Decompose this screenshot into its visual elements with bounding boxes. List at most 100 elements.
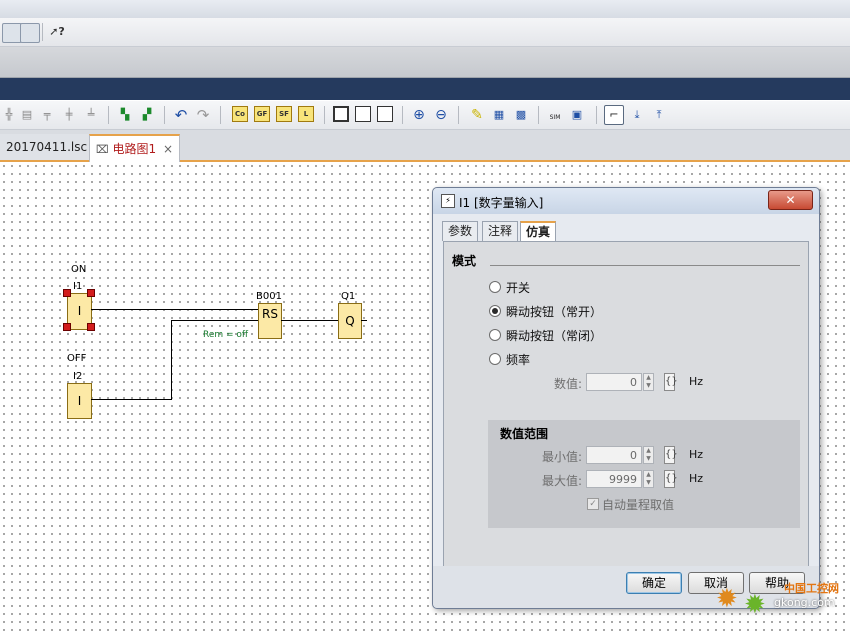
- i1-state-label: ON: [71, 264, 87, 275]
- wire-b001-to-q1[interactable]: [281, 320, 338, 321]
- wire-i2-to-b001[interactable]: [91, 399, 171, 400]
- highlight-icon[interactable]: ✎: [471, 107, 483, 123]
- menu-strip: [0, 0, 850, 19]
- watermark-site: gkong.com: [774, 596, 835, 609]
- toolbar-separator: [458, 106, 459, 124]
- i1-name-label: I1: [73, 281, 83, 292]
- b001-param-label: Rem = off: [203, 330, 249, 340]
- radio-momentary-nc[interactable]: [489, 329, 501, 341]
- value-parameter-button[interactable]: {}: [664, 373, 678, 391]
- send-back-icon[interactable]: ▞: [142, 108, 152, 121]
- help-button[interactable]: 帮助: [749, 572, 805, 594]
- context-help-icon[interactable]: ➚?: [49, 25, 65, 38]
- min-input[interactable]: 0: [586, 446, 642, 464]
- single-frame-icon[interactable]: [333, 106, 349, 122]
- gear-logo-icon: ✹: [716, 584, 738, 614]
- tab-close-icon[interactable]: ×: [162, 142, 174, 156]
- block-symbol: I: [77, 304, 82, 318]
- min-spinner[interactable]: ▲▼: [643, 446, 654, 464]
- block-symbol: I: [77, 394, 82, 408]
- block-icon: ⚡: [441, 194, 455, 208]
- max-parameter-button[interactable]: {}: [664, 470, 678, 488]
- tab-simulation[interactable]: 仿真: [520, 221, 557, 242]
- triple-frame-icon[interactable]: [377, 106, 393, 122]
- gear-logo-icon-2: ✹: [744, 590, 766, 620]
- zoom-out-icon[interactable]: ⊖: [435, 107, 447, 123]
- radio-switch[interactable]: [489, 281, 501, 293]
- rs-block-b001[interactable]: RS: [258, 303, 282, 339]
- tab-file[interactable]: 20170411.lsc: [0, 134, 94, 160]
- max-unit: Hz: [689, 472, 704, 485]
- toolbar-separator: [596, 106, 597, 124]
- tab-label: 电路图1: [112, 142, 157, 156]
- watermark: ✹ ✹ 中国工控网 gkong.com: [716, 580, 846, 628]
- value-spinner[interactable]: ▲▼: [643, 373, 654, 391]
- value-unit: Hz: [689, 375, 704, 388]
- output-block-q1[interactable]: Q: [338, 303, 362, 339]
- constants-icon[interactable]: Co: [232, 106, 248, 122]
- table-icon[interactable]: ▩: [515, 108, 527, 121]
- range-heading: 数值范围: [500, 427, 549, 441]
- undo-icon[interactable]: ↶: [174, 106, 188, 124]
- resize-handle[interactable]: [87, 289, 95, 297]
- label-icon[interactable]: L: [298, 106, 314, 122]
- dialog-title-bar[interactable]: ⚡ I1 [数字量输入]: [433, 188, 819, 214]
- tab-circuit[interactable]: ⌧ 电路图1 ×: [89, 134, 181, 162]
- align-left-icon[interactable]: ╬: [5, 108, 13, 121]
- select-tool-icon[interactable]: ⌐: [604, 105, 624, 125]
- value-input[interactable]: 0: [586, 373, 642, 391]
- heading-divider: [490, 265, 800, 266]
- resize-handle[interactable]: [87, 323, 95, 331]
- i2-name-label: I2: [73, 371, 83, 382]
- toolbar-separator: [402, 106, 403, 124]
- option-momentary-nc-label: 瞬动按钮（常闭）: [506, 329, 603, 343]
- align-top-icon[interactable]: ▤: [21, 108, 33, 121]
- wire-q1-out: [361, 320, 367, 321]
- special-functions-icon[interactable]: SF: [276, 106, 292, 122]
- export-icon[interactable]: [20, 23, 40, 43]
- auto-range-checkbox[interactable]: ✓: [587, 498, 599, 510]
- properties-dialog: ⚡ I1 [数字量输入] ✕ 参数 注释 仿真 模式 开关 瞬动按钮（常开） 瞬…: [432, 187, 820, 609]
- zoom-in-icon[interactable]: ⊕: [413, 107, 425, 123]
- min-parameter-button[interactable]: {}: [664, 446, 678, 464]
- distribute-vertical-icon[interactable]: ╧: [87, 108, 95, 121]
- toolbar-top: ➚?: [0, 18, 850, 47]
- auto-range-label: 自动量程取值: [602, 498, 675, 512]
- toolbar-separator: [324, 106, 325, 124]
- split-frame-icon[interactable]: [355, 106, 371, 122]
- ok-button[interactable]: 确定: [626, 572, 682, 594]
- dialog-title: I1 [数字量输入]: [459, 196, 544, 210]
- max-input[interactable]: 9999: [586, 470, 642, 488]
- max-spinner[interactable]: ▲▼: [643, 470, 654, 488]
- wire-i2-reset[interactable]: [171, 320, 258, 321]
- resize-handle[interactable]: [63, 323, 71, 331]
- option-momentary-no-label: 瞬动按钮（常开）: [506, 305, 603, 319]
- download-icon[interactable]: ⤒: [656, 108, 662, 121]
- grid-icon[interactable]: ▦: [493, 108, 505, 121]
- general-functions-icon[interactable]: GF: [254, 106, 270, 122]
- ribbon-gray-bar: [0, 47, 850, 78]
- tab-parameters[interactable]: 参数: [442, 221, 479, 241]
- resize-handle[interactable]: [63, 289, 71, 297]
- distribute-icon[interactable]: ╪: [65, 108, 73, 121]
- window-icon[interactable]: [2, 23, 22, 43]
- input-block-i2[interactable]: I: [67, 383, 92, 419]
- mode-heading: 模式: [452, 254, 477, 268]
- close-icon[interactable]: ✕: [768, 190, 813, 210]
- online-test-icon[interactable]: ▣: [571, 108, 583, 121]
- tab-comments[interactable]: 注释: [482, 221, 519, 241]
- align-bottom-icon[interactable]: ╤: [43, 108, 51, 121]
- bring-front-icon[interactable]: ▚: [120, 108, 130, 121]
- wire-i2-vertical[interactable]: [171, 320, 172, 400]
- radio-frequency[interactable]: [489, 353, 501, 365]
- q1-name-label: Q1: [341, 291, 356, 302]
- i2-state-label: OFF: [67, 353, 87, 364]
- radio-momentary-no[interactable]: [489, 305, 501, 317]
- cancel-button[interactable]: 取消: [688, 572, 744, 594]
- wire-i1-to-b001[interactable]: [91, 309, 258, 310]
- redo-icon[interactable]: ↷: [196, 106, 210, 124]
- block-symbol: Q: [345, 314, 355, 328]
- toolbar-separator: [108, 106, 109, 124]
- simulation-icon[interactable]: SIM: [549, 114, 561, 121]
- upload-icon[interactable]: ⤓: [634, 108, 640, 121]
